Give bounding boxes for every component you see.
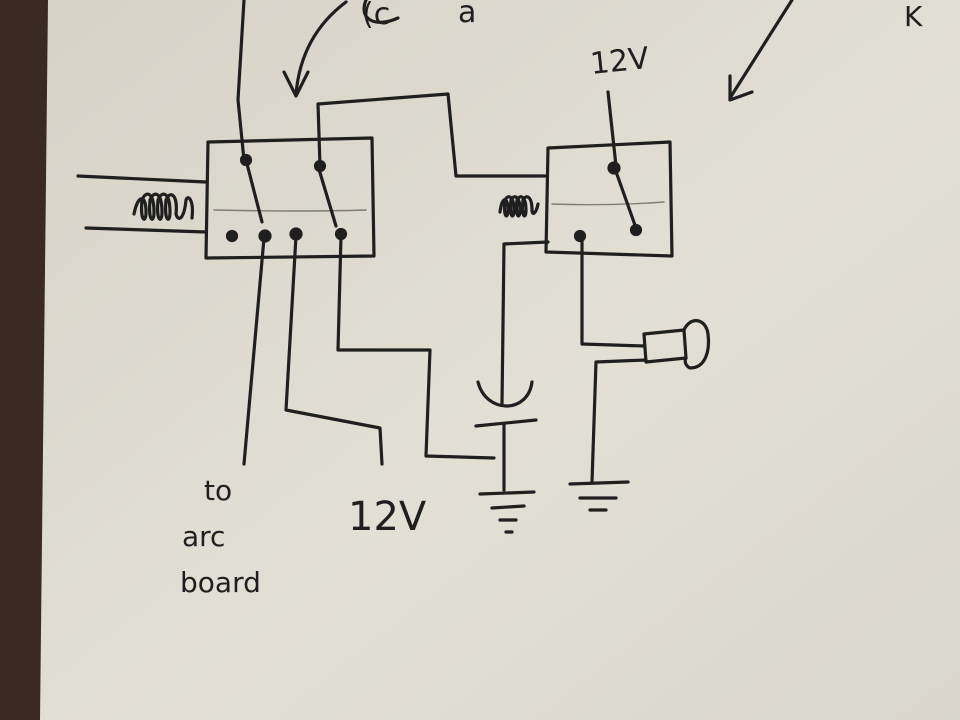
label-top-fragment-2: a [458,0,476,30]
relay-1-divider [213,209,367,212]
label-corner-fragment: K [904,0,923,33]
ground-right-bar-1 [568,480,630,486]
arrow-top-right-head [728,74,754,102]
label-relay1-supply: 12V [348,494,427,540]
wire-lamp-to-ground [590,358,648,484]
ground-symbol-right [568,480,630,512]
relay-2-divider [551,201,665,206]
wire-relay1-12v [284,234,384,466]
ground-left-bar-1 [478,490,536,496]
relay-1 [76,136,376,260]
wire-top-left [236,0,246,162]
relay-2-coil-icon [498,195,540,218]
relay-1-switch-arm-a [244,158,264,224]
arrow-top-center-head [282,70,310,98]
relay-1-terminal-1 [225,229,239,243]
relay-2-terminal-nc [629,223,643,237]
wire-relay1-to-relay2-coil [316,92,547,178]
label-arc-line2: arc [182,520,225,553]
capacitor [474,380,538,428]
label-relay2-supply: 12V [589,41,652,82]
relay-1-coil-lead-top [76,174,208,184]
relay-2-common [607,161,621,175]
relay-1-switch-arm-b [316,164,338,228]
relay-2-switch-arm [612,164,638,230]
wire-relay1-to-ground [336,234,496,460]
label-arc-line3: board [180,566,261,599]
relay-2 [498,140,674,258]
arrow-top-right [728,0,794,100]
label-arc-line1: to [204,474,232,507]
lamp [642,319,711,370]
arrow-top-center [294,0,348,96]
capacitor-flat-plate [474,418,538,428]
wire-to-arc-board [242,236,266,466]
lamp-bulb [682,319,711,370]
ground-left-bar-2 [490,504,526,510]
wire-relay2-supply [606,90,618,168]
label-top-fragment-1: (c [362,0,390,32]
paper-sheet [40,0,960,720]
scribble-top [362,0,400,24]
relay-1-coil-icon [132,192,194,221]
relay-2-box [544,140,674,258]
relay-1-box [204,136,376,260]
wire-coil-to-capacitor [500,240,550,406]
relay-1-coil-lead-bottom [84,226,208,234]
capacitor-curved-plate [476,380,534,408]
ground-symbol-left [478,490,536,534]
wire-relay2-to-lamp [580,234,646,348]
